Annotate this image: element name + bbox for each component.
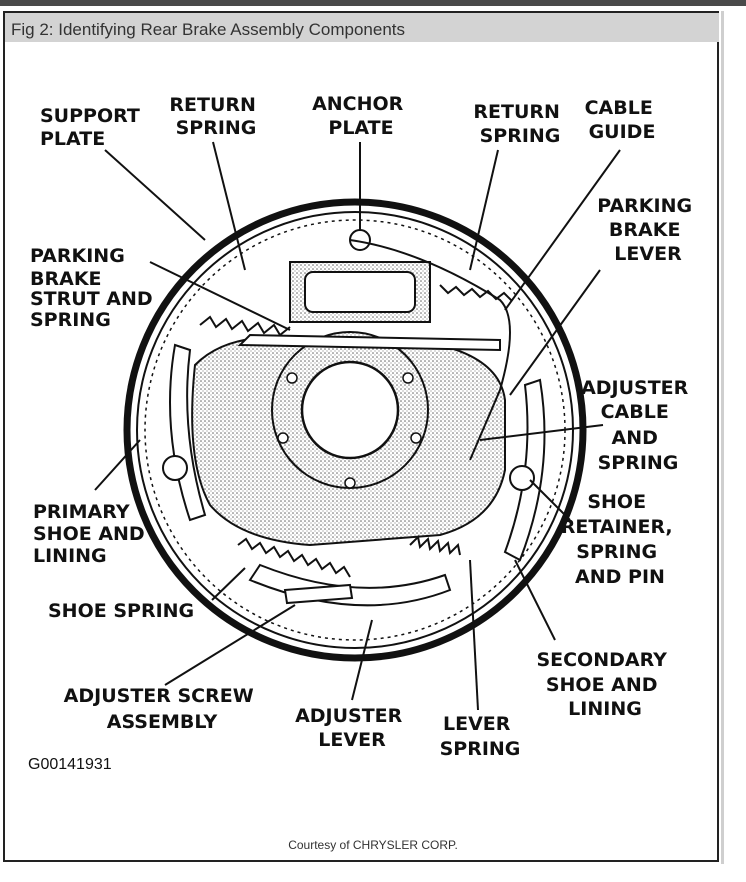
label-parking-brake-strut: PARKING BRAKE STRUT AND SPRING xyxy=(30,245,159,331)
label-return-spring-left: RETURN SPRING xyxy=(169,94,262,139)
label-parking-brake-lever: PARKING BRAKE LEVER xyxy=(597,195,698,265)
label-lever-spring: LEVER SPRING xyxy=(440,713,521,760)
label-adjuster-lever: ADJUSTER LEVER xyxy=(295,705,409,751)
figure-title: Fig 2: Identifying Rear Brake Assembly C… xyxy=(11,20,406,39)
label-support-plate: SUPPORT PLATE xyxy=(40,105,146,150)
label-shoe-spring: SHOE SPRING xyxy=(48,600,194,622)
frame-shadow xyxy=(721,11,724,864)
label-adjuster-cable: ADJUSTER CABLE AND SPRING xyxy=(581,377,695,474)
backing-plate-drawing xyxy=(191,331,506,547)
label-primary-shoe: PRIMARY SHOE AND LINING xyxy=(33,501,151,567)
window-top-bar xyxy=(0,0,746,6)
figure-credit: Courtesy of CHRYSLER CORP. xyxy=(288,838,458,852)
label-secondary-shoe: SECONDARY SHOE AND LINING xyxy=(536,649,673,720)
leader-lines xyxy=(94,141,621,711)
shoe-retainers-drawing xyxy=(162,455,535,605)
figure-title-bar xyxy=(5,13,719,42)
label-anchor-plate: ANCHOR PLATE xyxy=(312,93,410,139)
label-cable-guide: CABLE GUIDE xyxy=(585,97,660,143)
figure-code: G00141931 xyxy=(28,756,112,773)
springs-drawing xyxy=(199,239,513,578)
label-return-spring-right: RETURN SPRING xyxy=(473,101,566,147)
label-adjuster-screw: ADJUSTER SCREW ASSEMBLY xyxy=(64,685,261,733)
label-shoe-retainer: SHOE RETAINER, SPRING AND PIN xyxy=(561,491,680,588)
wheel-cylinder-drawing xyxy=(237,229,501,352)
